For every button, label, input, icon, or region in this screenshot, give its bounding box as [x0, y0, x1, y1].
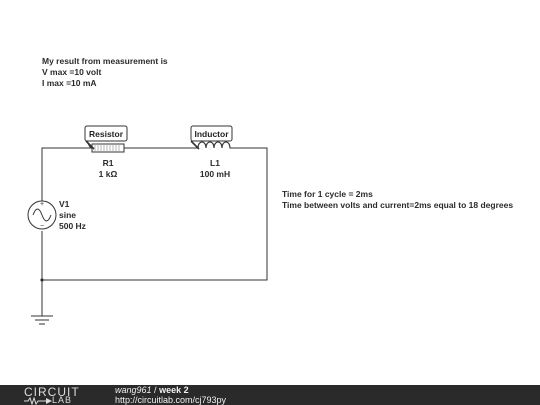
footer-url[interactable]: http://circuitlab.com/cj793py [115, 395, 227, 405]
source-name: V1 [59, 199, 70, 209]
note-line-1: My result from measurement is [42, 56, 168, 66]
sine-wave-icon [32, 208, 52, 222]
footer-project[interactable]: week 2 [159, 385, 189, 395]
probe-tip-icon [190, 140, 200, 150]
circuitlab-logo[interactable]: CIRCUIT LAB [24, 385, 96, 405]
inductor-probe-label: Inductor [195, 129, 230, 139]
plus-icon: + [40, 201, 44, 208]
note-line-3: I max =10 mA [42, 78, 97, 88]
inductor-value: 100 mH [200, 169, 230, 179]
timing-note-1: Time for 1 cycle = 2ms [282, 189, 373, 199]
logo-bottom-text: LAB [52, 395, 73, 405]
footer-title: wang961 / week 2 [115, 385, 189, 395]
voltage-source-v1[interactable]: + − [27, 199, 57, 230]
timing-note-2: Time between volts and current=2ms equal… [282, 200, 513, 210]
source-frequency: 500 Hz [59, 221, 86, 231]
ground-icon[interactable] [31, 315, 53, 325]
footer-separator: / [151, 385, 160, 395]
logo-top-text: CIRCUIT [24, 385, 80, 399]
resistor-r1[interactable] [91, 143, 125, 153]
resistor-name: R1 [103, 158, 114, 168]
note-line-2: V max =10 volt [42, 67, 101, 77]
wires [41, 147, 268, 316]
footer-user[interactable]: wang961 [115, 385, 152, 395]
logo-waveform-icon [24, 397, 52, 405]
inductor-l1[interactable] [197, 141, 232, 149]
inductor-name: L1 [210, 158, 220, 168]
source-type: sine [59, 210, 76, 220]
inductor-probe[interactable]: Inductor [190, 125, 233, 150]
minus-icon: − [40, 223, 44, 230]
resistor-value: 1 kΩ [99, 169, 118, 179]
resistor-probe-label: Resistor [89, 129, 124, 139]
footer-bar: CIRCUIT LAB wang961 / week 2 http://circ… [0, 385, 540, 405]
junction-dot [40, 278, 44, 282]
resistor-probe[interactable]: Resistor [84, 125, 128, 150]
